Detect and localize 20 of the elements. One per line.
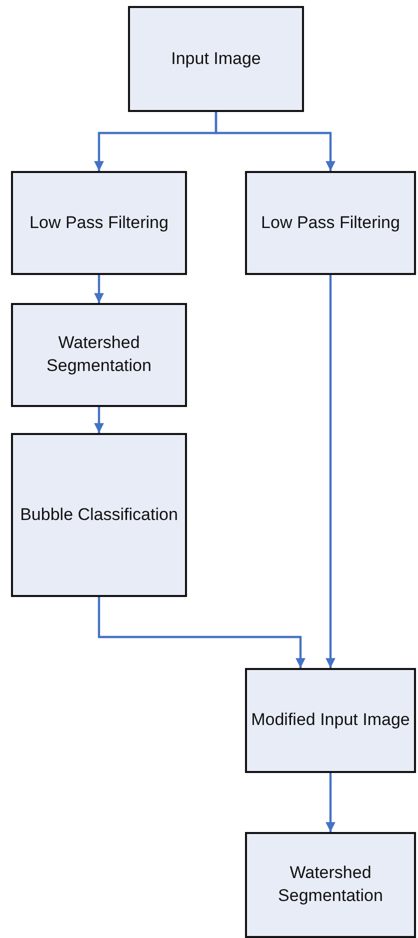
- box-label: Low Pass Filtering: [30, 212, 168, 234]
- process-box: [11, 433, 187, 597]
- box-label: Watershed Segmentation: [46, 332, 152, 377]
- process-box: [11, 171, 187, 275]
- arrow: [214, 112, 336, 171]
- arrow: [94, 407, 104, 433]
- arrow: [326, 275, 336, 668]
- arrow: [94, 275, 104, 303]
- process-box: [245, 668, 416, 773]
- arrow: [326, 773, 336, 832]
- arrow: [98, 597, 306, 668]
- box-label: Modified Input Image: [251, 709, 410, 732]
- box-label: Watershed Segmentation: [277, 862, 384, 907]
- box-label: Input Image: [171, 48, 261, 70]
- process-box: [245, 171, 416, 275]
- process-box: [245, 832, 416, 938]
- box-label: Bubble Classification: [20, 504, 178, 526]
- box-label: Low Pass Filtering: [261, 212, 400, 234]
- process-box: [11, 303, 187, 407]
- process-box: [128, 6, 304, 112]
